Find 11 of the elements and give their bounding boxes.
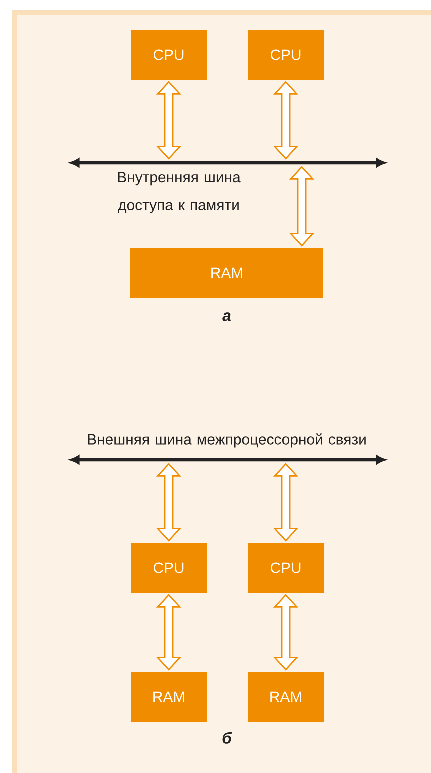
bus-line: Внутренняя шина доступа к памяти xyxy=(70,158,386,214)
unit-box: CPU xyxy=(131,30,207,80)
unit-box: RAM xyxy=(131,672,207,722)
unit-box: RAM xyxy=(130,248,324,298)
unit-box: CPU xyxy=(248,543,324,593)
unit-box: CPU xyxy=(131,543,207,593)
figure-caption: а xyxy=(222,312,231,322)
bus-line: Внешняя шина межпроцессорной связи xyxy=(70,434,386,464)
unit-box: RAM xyxy=(248,672,324,722)
unit-box: CPU xyxy=(248,30,324,80)
figure-caption: б xyxy=(222,732,232,744)
